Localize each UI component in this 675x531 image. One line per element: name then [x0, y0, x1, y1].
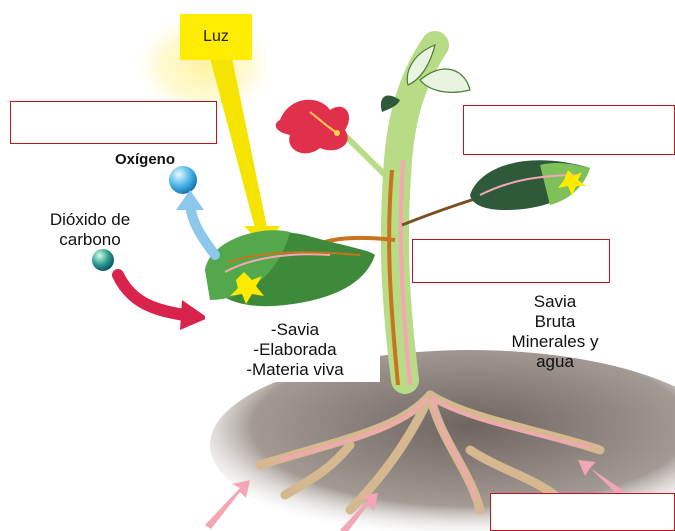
elaborated-sap-line2: -Elaborada [215, 340, 375, 360]
answer-box-top-left[interactable] [10, 101, 217, 144]
oxygen-label: Oxígeno [115, 150, 175, 170]
raw-sap-line1: Savia [490, 292, 620, 312]
raw-sap-line2: Bruta [490, 312, 620, 332]
light-label-text: Luz [203, 28, 229, 46]
co2-label-line1: Dióxido de [30, 210, 150, 230]
elaborated-sap-line3: -Materia viva [215, 360, 375, 380]
elaborated-sap-line1: -Savia [215, 320, 375, 340]
oxygen-arrow [190, 205, 215, 255]
co2-label: Dióxido de carbono [30, 210, 150, 250]
raw-sap-line3: Minerales y [490, 332, 620, 352]
elaborated-sap-label: -Savia -Elaborada -Materia viva [215, 320, 375, 380]
answer-box-top-right[interactable] [463, 105, 675, 155]
co2-arrow-head [180, 300, 208, 330]
light-label: Luz [180, 14, 252, 60]
oxygen-bubble-icon [169, 166, 197, 194]
raw-sap-line4: agua [490, 352, 620, 372]
answer-box-bottom-right[interactable] [490, 493, 675, 531]
co2-label-line2: carbono [30, 230, 150, 250]
flower [276, 100, 349, 154]
answer-box-middle-right[interactable] [412, 239, 610, 283]
co2-arrow [118, 275, 185, 315]
raw-sap-label: Savia Bruta Minerales y agua [490, 292, 620, 372]
co2-bubble-icon [92, 249, 114, 271]
